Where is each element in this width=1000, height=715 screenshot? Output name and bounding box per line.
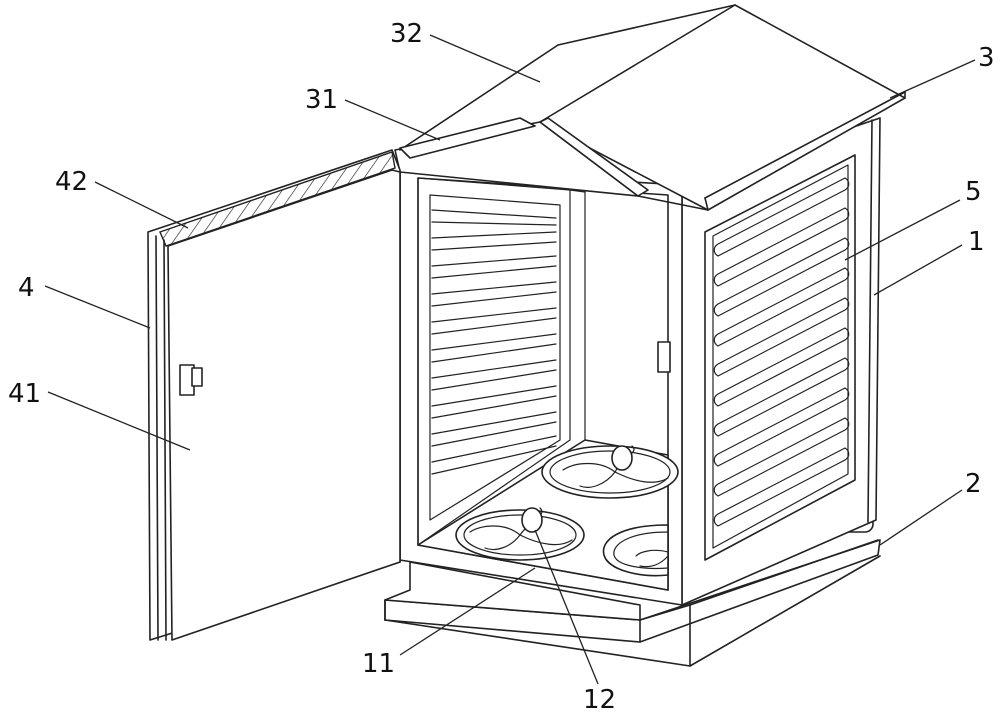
floor-fans [455, 445, 679, 577]
label-3: 3 [978, 43, 995, 73]
label-4: 4 [18, 273, 35, 303]
door-seal-strip [159, 151, 396, 247]
inner-wall-vent-slats [431, 209, 557, 475]
cabinet-latch [657, 341, 671, 373]
label-1: 1 [968, 227, 985, 257]
label-5: 5 [965, 177, 982, 207]
roof [394, 4, 906, 211]
roof-ridge-strip [399, 117, 536, 159]
side-vent-panel [704, 154, 856, 561]
side-vent-slats [713, 177, 850, 527]
door [147, 149, 401, 641]
door-latch [179, 364, 203, 396]
label-11: 11 [362, 649, 395, 679]
label-2: 2 [965, 469, 982, 499]
label-42: 42 [55, 167, 88, 197]
label-32: 32 [390, 19, 423, 49]
leader-lines [44, 34, 976, 685]
reference-numerals: 32 3 31 42 5 1 4 41 2 11 12 [8, 19, 995, 715]
label-41: 41 [8, 379, 41, 409]
label-31: 31 [305, 85, 338, 115]
label-12: 12 [583, 685, 616, 715]
